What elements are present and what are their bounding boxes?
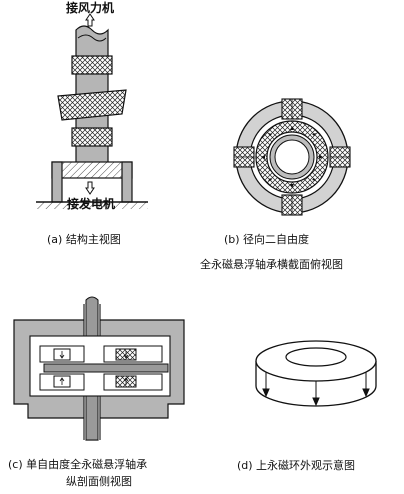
ring-hole bbox=[285, 347, 347, 367]
caption-a: (a) 结构主视图 bbox=[47, 233, 121, 246]
panel-a-diagram bbox=[36, 13, 148, 209]
caption-b-line1: (b) 径向二自由度 bbox=[224, 233, 310, 246]
upper-magnet-block bbox=[71, 55, 113, 75]
panel-d-diagram bbox=[255, 340, 377, 407]
generator-label: 接发电机 bbox=[67, 197, 116, 211]
base-plate bbox=[51, 161, 133, 179]
caption-c-line1: (c) 单自由度全永磁悬浮轴承 bbox=[8, 458, 148, 471]
caption-d: (d) 上永磁环外观示意图 bbox=[237, 459, 356, 472]
right-leg bbox=[121, 161, 133, 203]
caption-c-line2: 纵剖面侧视图 bbox=[66, 475, 132, 488]
panel-c-diagram bbox=[13, 296, 185, 441]
wind-turbine-label: 接风力机 bbox=[66, 1, 115, 15]
up-arrow-icon bbox=[85, 13, 95, 27]
down-arrow-icon bbox=[85, 181, 95, 195]
lower-magnet-block bbox=[71, 127, 113, 147]
rotor-disc bbox=[43, 363, 169, 373]
caption-b-line2: 全永磁悬浮轴承横截面俯视图 bbox=[200, 258, 343, 271]
inclined-disc bbox=[57, 89, 127, 121]
panel-b-diagram bbox=[233, 98, 351, 216]
left-leg bbox=[51, 161, 63, 203]
